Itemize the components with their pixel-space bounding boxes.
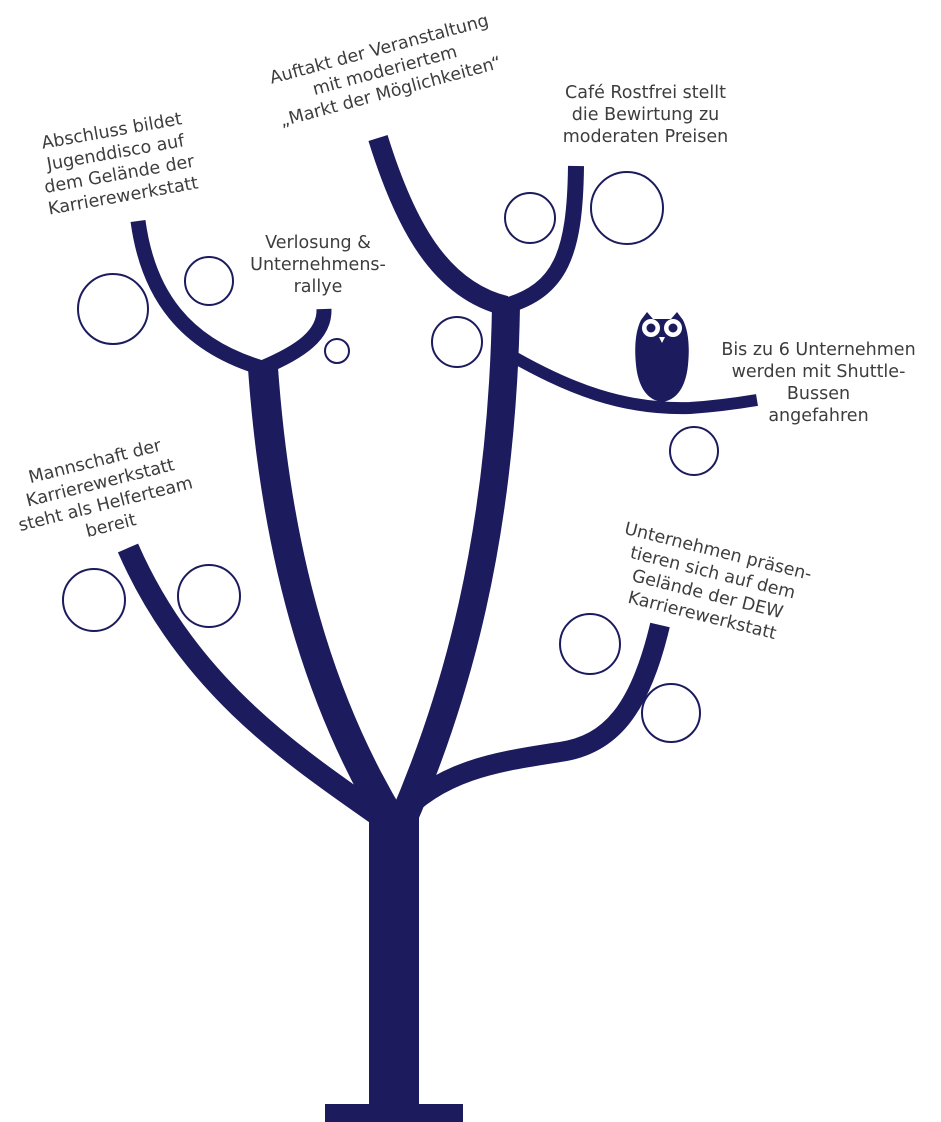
bubble bbox=[184, 256, 234, 306]
bubbles bbox=[62, 171, 719, 743]
bubble bbox=[62, 568, 126, 632]
bubble bbox=[559, 613, 621, 675]
tree-trunk bbox=[369, 812, 419, 1107]
branch-owl bbox=[501, 346, 758, 415]
tree-base bbox=[325, 1104, 463, 1122]
branch-upper-center bbox=[368, 135, 509, 316]
bubble bbox=[431, 316, 483, 368]
branch-left-lower bbox=[117, 543, 395, 831]
label-shuttle: Bis zu 6 Unternehmen werden mit Shuttle-… bbox=[721, 340, 916, 426]
branch-upper-left-b bbox=[259, 308, 332, 375]
bubble bbox=[504, 192, 556, 244]
branch-right-main bbox=[389, 305, 520, 828]
branch-right-lower bbox=[387, 622, 670, 827]
bubble bbox=[77, 273, 149, 345]
bubble bbox=[324, 338, 350, 364]
bubble bbox=[590, 171, 664, 245]
owl-icon bbox=[635, 312, 689, 402]
branch-upper-right bbox=[503, 165, 584, 314]
bubble bbox=[669, 426, 719, 476]
bubble bbox=[177, 564, 241, 628]
label-cafe: Café Rostfrei stellt die Bewirtung zu mo… bbox=[562, 83, 729, 147]
branch-upper-left-a bbox=[130, 219, 265, 376]
branch-left-main bbox=[248, 366, 405, 830]
bubble bbox=[641, 683, 701, 743]
label-verlosung: Verlosung & Unternehmens- rallye bbox=[250, 233, 386, 297]
